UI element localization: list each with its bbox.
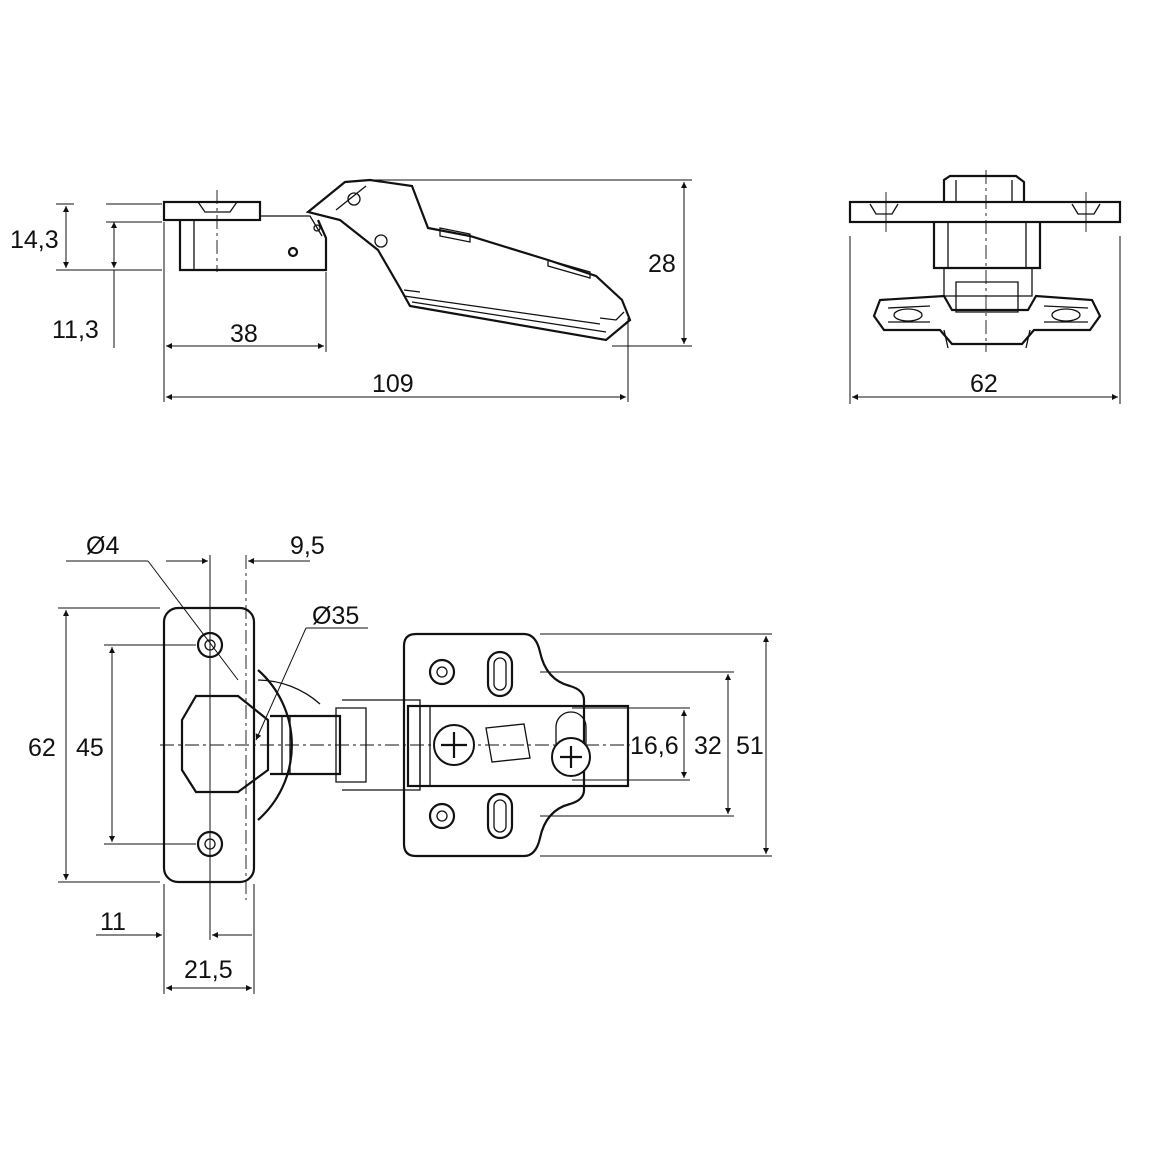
dim-32-label: 32 (694, 732, 722, 760)
dim-109-label: 109 (372, 370, 414, 398)
side-view: 14,3 11,3 38 109 28 (10, 178, 692, 402)
dim-45-label: 45 (76, 734, 104, 762)
plan-view: Ø4 9,5 Ø35 62 45 11 21,5 16,6 32 51 (28, 532, 772, 994)
dim-21-5-label: 21,5 (184, 956, 233, 984)
dim-28-label: 28 (648, 250, 676, 278)
dim-diameter-35-label: Ø35 (312, 602, 359, 630)
dim-51-label: 51 (736, 732, 764, 760)
dim-62-plan-label: 62 (28, 734, 56, 762)
dim-38-label: 38 (230, 320, 258, 348)
dim-14-3-label: 14,3 (10, 226, 59, 254)
dim-11-label: 11 (100, 908, 126, 936)
end-view: 62 (848, 170, 1122, 404)
dim-16-6-label: 16,6 (630, 732, 679, 760)
dim-11-3-label: 11,3 (52, 316, 99, 344)
dim-62-top-label: 62 (970, 370, 998, 398)
dim-diameter-4-label: Ø4 (86, 532, 119, 560)
dim-9-5-label: 9,5 (290, 532, 325, 560)
